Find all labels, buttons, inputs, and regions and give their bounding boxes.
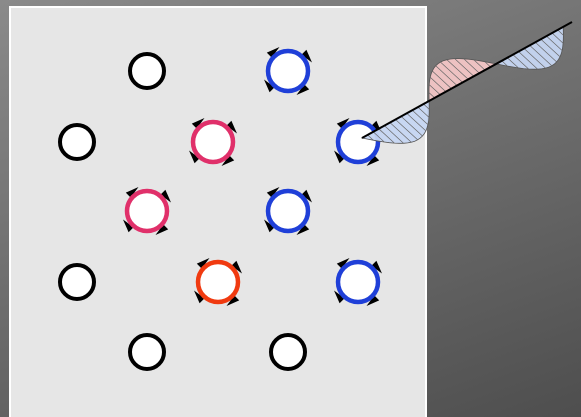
atom-circle-blue	[334, 118, 382, 166]
rotation-arrowhead	[264, 219, 275, 233]
wave-lobe-pink	[428, 58, 498, 102]
rotation-arrowhead	[194, 290, 205, 304]
wave-hatch-line	[454, 58, 475, 77]
rotation-arrowhead	[226, 120, 237, 134]
atom-ring	[190, 119, 236, 165]
rotation-arrowhead	[301, 189, 312, 203]
atom-ring	[124, 188, 170, 234]
atom-ring	[265, 48, 311, 94]
rotation-arrowhead	[155, 224, 169, 235]
rotation-arrowhead	[366, 295, 380, 306]
wave-hatch-line	[540, 38, 561, 58]
rotation-arrowhead	[296, 84, 310, 95]
lattice-panel	[9, 6, 427, 417]
atom-ring	[335, 259, 381, 305]
wave-hatch-line	[400, 116, 423, 137]
atom-circle	[58, 123, 96, 161]
wave-hatch-line	[446, 59, 469, 80]
atom-ring	[58, 263, 96, 301]
rotation-arrowhead	[334, 290, 345, 304]
atom-circle	[58, 263, 96, 301]
atom-circle-blue	[264, 47, 312, 95]
rotation-arrowhead	[231, 260, 242, 274]
rotation-arrowhead	[371, 260, 382, 274]
rotation-arrowhead	[366, 155, 380, 166]
atom-ring	[335, 119, 381, 165]
atom-circle	[128, 52, 166, 90]
wave-hatch-line	[435, 65, 458, 86]
wave-hatch-line	[432, 70, 452, 89]
rotation-arrowhead	[336, 118, 350, 129]
atom-circle-pink	[123, 187, 171, 235]
wave-hatch-line	[384, 125, 404, 144]
wave-hatch-line	[417, 106, 430, 118]
rotation-arrowhead	[189, 150, 200, 164]
atom-circle-blue	[334, 258, 382, 306]
rotation-arrowhead	[336, 258, 350, 269]
atom-circle-pink	[189, 118, 237, 166]
rotation-arrowhead	[221, 155, 235, 166]
wave-hatch-line	[429, 77, 447, 92]
wave-hatch-line	[428, 84, 441, 96]
wave-hatch-line	[551, 32, 564, 44]
wave-hatch-line	[406, 113, 427, 132]
wave-hatch-line	[423, 103, 430, 110]
wave-hatch-line	[378, 128, 395, 144]
atom-ring	[128, 333, 166, 371]
wave-propagation-axis	[361, 21, 573, 139]
rotation-arrowhead	[264, 79, 275, 93]
wave-hatch-line	[546, 35, 563, 51]
rotation-arrowhead	[226, 295, 240, 306]
wave-hatch-line	[523, 48, 546, 69]
atom-ring	[195, 259, 241, 305]
atom-circle	[128, 333, 166, 371]
wave-hatch-line	[463, 58, 480, 74]
wave-hatch-line	[501, 60, 508, 67]
wave-hatch-line	[412, 109, 429, 125]
wave-hatch-line	[518, 51, 538, 70]
atom-ring	[58, 123, 96, 161]
wave-hatch-line	[428, 92, 435, 99]
wave-hatch-line	[395, 119, 418, 141]
rotation-arrowhead	[196, 258, 210, 269]
rotation-arrowhead	[266, 187, 280, 198]
wave-hatch-line	[535, 42, 557, 63]
atom-circle	[269, 333, 307, 371]
wave-hatch-line	[440, 61, 463, 83]
wave-hatch-line	[389, 122, 412, 143]
wave-hatch-line	[507, 57, 519, 69]
wave-hatch-line	[367, 134, 374, 141]
wave-hatch-line	[484, 61, 491, 68]
wave-hatch-line	[473, 59, 486, 71]
atom-ring	[128, 52, 166, 90]
atom-circle-blue	[264, 187, 312, 235]
wave-hatch-line	[512, 54, 529, 70]
rotation-arrowhead	[334, 150, 345, 164]
rotation-arrowhead	[160, 189, 171, 203]
polarized-wave	[360, 21, 573, 144]
rotation-arrowhead	[125, 187, 139, 198]
wave-hatch-line	[557, 29, 564, 36]
wave-lobe-blue	[360, 100, 430, 144]
atom-circle-orange	[194, 258, 242, 306]
atom-ring	[269, 333, 307, 371]
rotation-arrowhead	[191, 118, 205, 129]
rotation-arrowhead	[266, 47, 280, 58]
rotation-arrowhead	[123, 219, 134, 233]
atom-ring	[265, 188, 311, 234]
rotation-arrowhead	[296, 224, 310, 235]
wave-lobe-blue	[495, 26, 564, 70]
wave-hatch-line	[372, 131, 385, 143]
wave-hatch-line	[529, 45, 553, 66]
rotation-arrowhead	[301, 49, 312, 63]
